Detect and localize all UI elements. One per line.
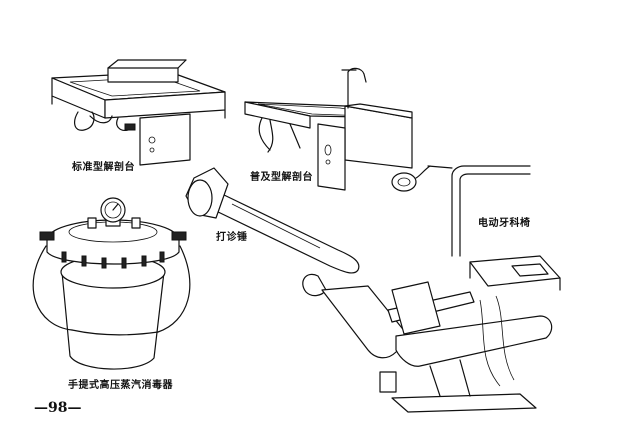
label-common-dissection-table: 普及型解剖台 xyxy=(250,172,313,183)
standard-dissection-table-drawing xyxy=(51,59,226,166)
label-percussion-hammer: 打诊锤 xyxy=(216,232,248,243)
label-standard-dissection-table: 标准型解剖台 xyxy=(72,162,135,173)
common-dissection-table-drawing xyxy=(244,67,413,191)
label-steam-sterilizer: 手提式高压蒸汽消毒器 xyxy=(68,380,173,391)
dental-chair-drawing xyxy=(302,165,561,413)
label-electric-dental-chair: 电动牙科椅 xyxy=(478,218,531,229)
steam-sterilizer-drawing xyxy=(32,197,191,370)
page-number: —98— xyxy=(34,400,82,416)
percussion-hammer-drawing xyxy=(185,167,360,274)
